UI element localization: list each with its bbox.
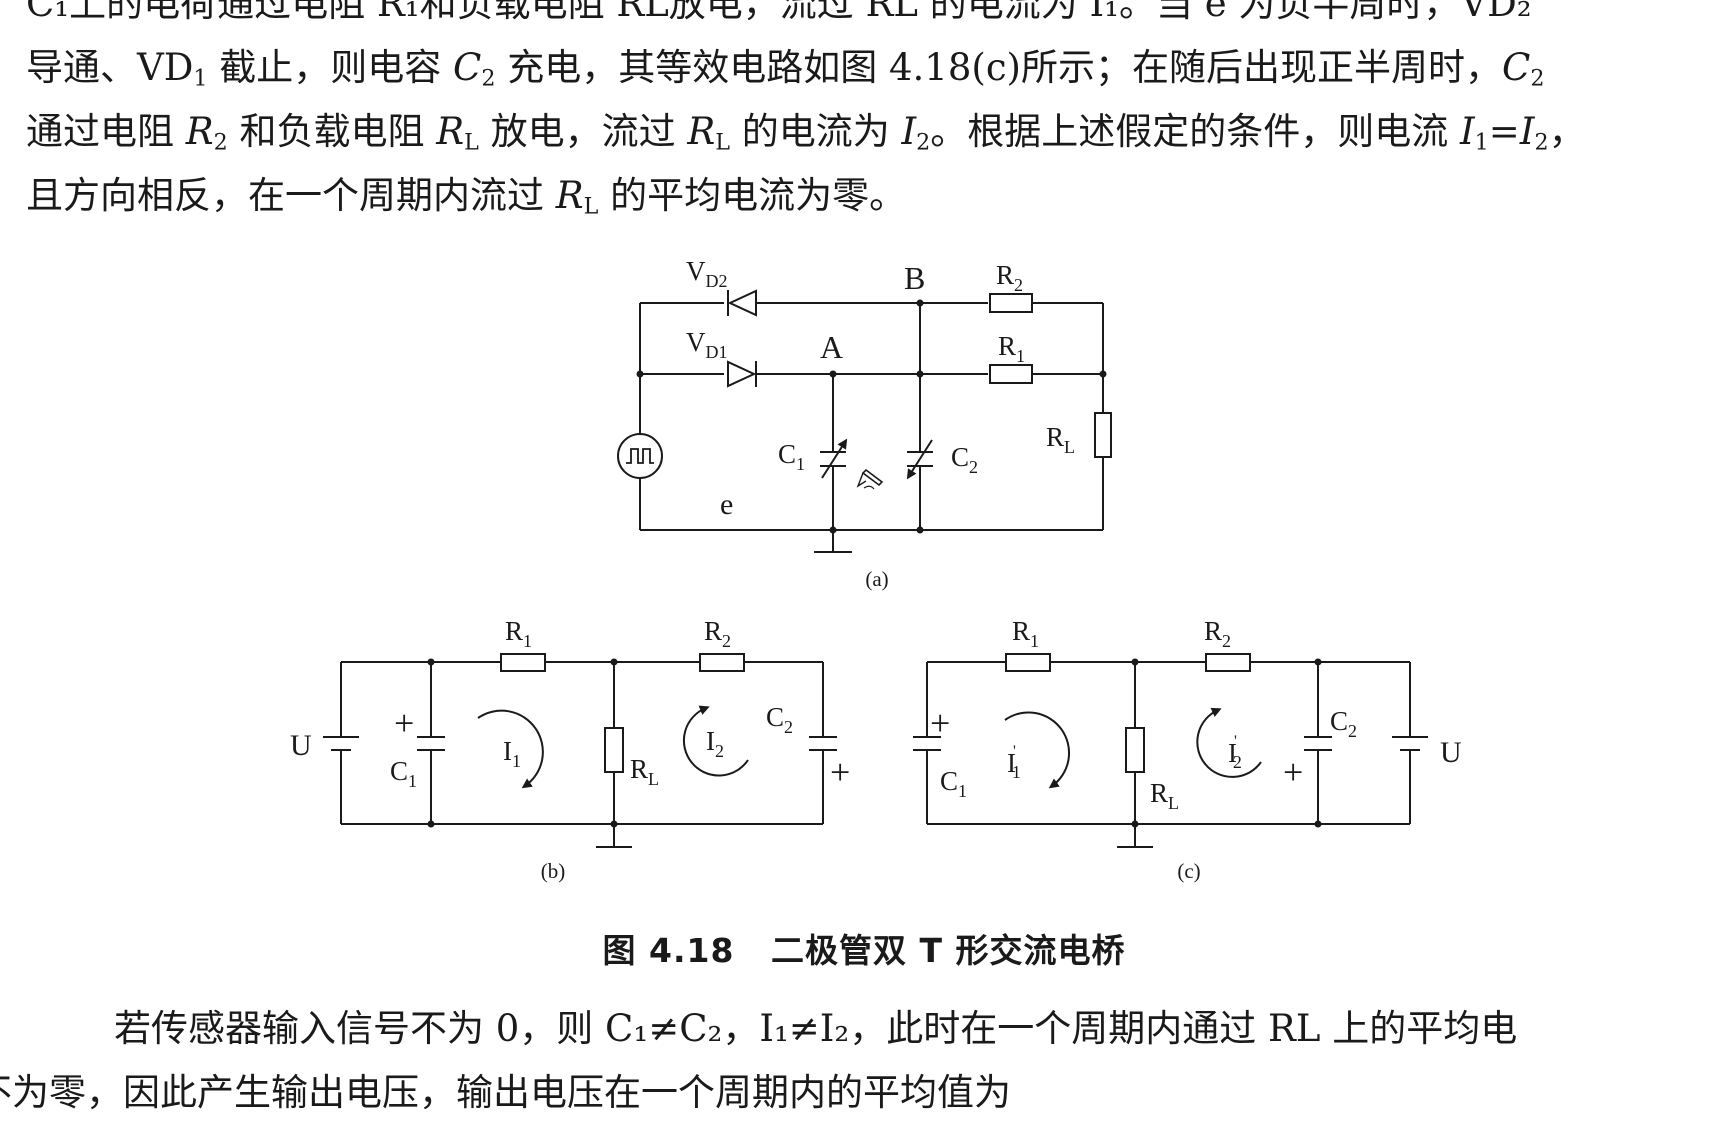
label-r2-b: R2	[704, 616, 731, 651]
label-i2-b: I2	[706, 726, 724, 761]
label-plus-c1-b: +	[394, 703, 414, 743]
pen-cursor-icon	[856, 468, 884, 490]
capacitor-c2-b	[809, 736, 837, 751]
figure-title: 二极管双 T 形交流电桥	[770, 931, 1126, 970]
top-paragraph: C₁上的电荷通过电阻 R₁和负载电阻 RL放电，流过 RL 的电流为 I₁。当 …	[26, 0, 1726, 228]
label-node-a: A	[820, 329, 843, 365]
resistor-rl-c	[1125, 727, 1145, 773]
voltage-source-u-c	[1392, 736, 1428, 751]
figure-a-wires	[639, 302, 1104, 553]
figure-number: 图 4.18	[602, 931, 735, 970]
label-plus-c2-b: +	[830, 752, 850, 792]
label-r1-c: R1	[1012, 616, 1039, 651]
label-rl-b: RL	[630, 754, 659, 789]
label-r1-b: R1	[505, 616, 532, 651]
capacitor-c2-c	[1304, 736, 1332, 751]
label-u-c: U	[1440, 736, 1462, 769]
capacitor-c2-a	[906, 439, 933, 480]
label-c2-b: C2	[766, 702, 793, 737]
current-loop-i2-arrow-icon	[682, 705, 749, 777]
figure-b: U + C1 R1 I1 RL R2 I2 C2 + (b)	[290, 616, 850, 883]
figure-c: + C1 R1 I'1 RL R2 I'2 + C2 U (c)	[913, 616, 1462, 883]
label-r2-c: R2	[1204, 616, 1231, 651]
para-bottom-line-2: 流不为零，因此产生输出电压，输出电压在一个周期内的平均值为	[0, 1071, 1011, 1114]
resistor-r1-a	[989, 364, 1033, 384]
label-c2-c: C2	[1330, 706, 1357, 741]
resistor-r1-c	[1005, 653, 1051, 672]
diode-vd1	[727, 360, 757, 388]
label-vd2: VD2	[686, 256, 728, 291]
current-loop-i1-arrow-icon	[477, 709, 544, 789]
figure-c-caption: (c)	[1177, 859, 1200, 883]
label-u-b: U	[290, 729, 312, 762]
current-loop-i2-prime-arrow-icon	[1196, 707, 1262, 778]
resistor-rl-a	[1094, 412, 1112, 458]
resistor-rl-b	[604, 727, 624, 773]
label-plus-c2-c: +	[1283, 752, 1303, 792]
figure-b-wires	[340, 661, 824, 848]
capacitor-c1-a	[820, 438, 848, 479]
label-e: e	[720, 488, 733, 521]
capacitor-c1-b	[417, 736, 445, 751]
label-i2-prime-c: I'2	[1228, 733, 1242, 772]
capacitor-c1-c	[913, 736, 941, 751]
para-line-3: 通过电阻 R2 和负载电阻 RL 放电，流过 RL 的电流为 I2。根据上述假定…	[26, 110, 1586, 156]
label-vd1: VD1	[686, 327, 728, 362]
circuit-figure: VD2 B R2 VD1 A R1 C1 C2 RL e (a)	[290, 256, 1462, 883]
label-rl-c: RL	[1150, 778, 1179, 813]
current-loop-i1-prime-arrow-icon	[1004, 711, 1070, 789]
label-r1-a: R1	[998, 331, 1025, 366]
resistor-r1-b	[500, 653, 546, 672]
label-r2-a: R2	[996, 260, 1023, 295]
para-line-2: 导通、VD1 截止，则电容 C2 充电，其等效电路如图 4.18(c)所示；在随…	[26, 46, 1545, 92]
figure-b-caption: (b)	[541, 859, 566, 883]
label-c1-a: C1	[778, 439, 805, 474]
label-i1-prime-c: I'1	[1007, 743, 1021, 782]
label-c1-b: C1	[390, 756, 417, 791]
diode-vd2	[727, 289, 757, 317]
figure-c-wires	[926, 661, 1411, 848]
label-rl-a: RL	[1046, 422, 1075, 457]
para-line-1: C₁上的电荷通过电阻 R₁和负载电阻 RL放电，流过 RL 的电流为 I₁。当 …	[26, 0, 1532, 25]
figure-a-caption: (a)	[865, 567, 888, 591]
label-node-b: B	[904, 260, 925, 296]
resistor-r2-c	[1205, 653, 1251, 672]
voltage-source-u-b	[323, 736, 359, 751]
resistor-r2-b	[699, 653, 745, 672]
label-c2-a: C2	[951, 442, 978, 477]
figure-caption: 图 4.18 二极管双 T 形交流电桥	[0, 924, 1728, 972]
square-wave-source-icon	[617, 433, 663, 479]
label-i1-b: I1	[503, 736, 521, 771]
bottom-paragraph: 若传感器输入信号不为 0，则 C₁≠C₂，I₁≠I₂，此时在一个周期内通过 RL…	[0, 997, 1726, 1125]
para-bottom-line-1: 若传感器输入信号不为 0，则 C₁≠C₂，I₁≠I₂，此时在一个周期内通过 RL…	[114, 1007, 1518, 1050]
label-c1-c: C1	[940, 766, 967, 801]
label-plus-c1-c: +	[930, 703, 950, 743]
figure-a: VD2 B R2 VD1 A R1 C1 C2 RL e (a)	[617, 256, 1112, 591]
para-line-4: 且方向相反，在一个周期内流过 RL 的平均电流为零。	[26, 174, 907, 220]
resistor-r2-a	[989, 293, 1033, 313]
